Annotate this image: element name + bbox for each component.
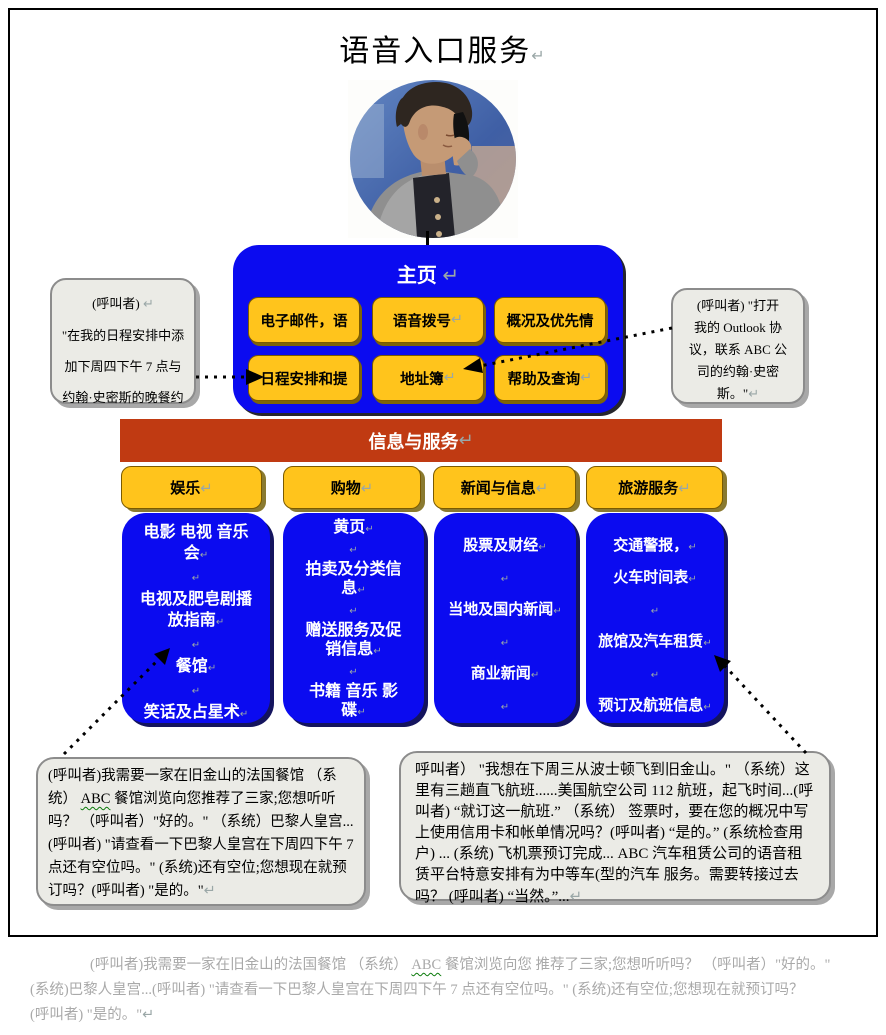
pilcrow-mark: ↵ [365, 524, 374, 535]
photo-frame [348, 80, 518, 238]
category-item: ↵ [302, 600, 405, 621]
category-item: ↵ [594, 595, 716, 627]
pilcrow-mark: ↵ [688, 542, 697, 553]
category-item: 笑话及占星术↵ [143, 704, 249, 721]
pilcrow-mark: ↵ [500, 638, 510, 649]
category-item: 拍卖及分类信息↵ [305, 561, 402, 597]
category-item: 书籍 音乐 影碟↵ [309, 683, 398, 719]
pilcrow-mark: ↵ [349, 545, 358, 556]
button-address-book[interactable]: 地址簿↵ [372, 355, 484, 401]
footer-text: (呼叫者)我需要一家在旧金山的法国餐馆 （系统） ABC 餐馆浏览向您 推荐了三… [30, 957, 831, 1023]
pilcrow-mark: ↵ [191, 573, 201, 584]
category-item: 旅馆及汽车租赁↵ [598, 633, 712, 650]
pilcrow-mark: ↵ [207, 663, 217, 674]
pilcrow-mark: ↵ [215, 617, 225, 628]
button-email[interactable]: 电子邮件，语 [248, 297, 360, 343]
category-item: 火车时间表↵ [613, 569, 697, 586]
category-item: ↵ [442, 627, 568, 659]
pilcrow-mark: ↵ [553, 606, 562, 617]
pilcrow-mark: ↵ [349, 606, 358, 617]
pilcrow-mark: ↵ [650, 670, 660, 681]
page-title: 语音入口服务↵ [339, 35, 547, 68]
category-item: 股票及财经↵ [463, 537, 547, 554]
category-item: ↵ [442, 563, 568, 595]
pilcrow-mark: ↵ [357, 585, 366, 596]
pilcrow-mark: ↵ [500, 574, 510, 585]
category-item: 当地及国内新闻↵ [448, 601, 562, 618]
category-item: ↵ [302, 539, 405, 560]
category-item: 餐馆↵ [175, 658, 217, 675]
pilcrow-mark: ↵ [373, 646, 382, 657]
category-item: ↵ [138, 633, 254, 656]
caller-callout-right: (呼叫者) "打开 我的 Outlook 协 议，联系 ABC 公 司的约翰·史… [671, 288, 805, 404]
pilcrow-mark: ↵ [191, 686, 201, 697]
category-item: 预订及航班信息↵ [598, 697, 712, 714]
category-item: 黄页↵ [333, 519, 374, 536]
category-item: 电影 电视 音乐会↵ [143, 524, 249, 562]
pilcrow-mark: ↵ [199, 550, 209, 561]
category-item: 交通警报，↵ [613, 537, 697, 554]
category-item: ↵ [138, 566, 254, 589]
category-item: ↵ [302, 661, 405, 682]
category-item: ↵ [594, 659, 716, 691]
category-item: 商业新闻↵ [470, 665, 540, 682]
button-profile[interactable]: 概况及优先情 [494, 297, 606, 343]
button-calendar[interactable]: 日程安排和提 [248, 355, 360, 401]
pilcrow-mark: ↵ [191, 640, 201, 651]
category-travel[interactable]: 旅游服务↵ [586, 466, 723, 509]
pilcrow-mark: ↵ [688, 574, 697, 585]
news-list: 股票及财经↵↵当地及国内新闻↵↵商业新闻↵↵ [434, 513, 576, 723]
services-bar: 信息与服务↵ [120, 419, 722, 462]
dialog-restaurant: (呼叫者)我需要一家在旧金山的法国餐馆 （系统） ABC 餐馆浏览向您推荐了三家… [36, 757, 366, 906]
pilcrow-mark: ↵ [538, 542, 547, 553]
shopping-list: 黄页↵↵拍卖及分类信息↵↵赠送服务及促销信息↵↵书籍 音乐 影碟↵ [283, 513, 424, 723]
pilcrow-mark: ↵ [500, 702, 510, 713]
pilcrow-mark: ↵ [530, 670, 540, 681]
pilcrow-mark: ↵ [349, 667, 358, 678]
dialog-flight: 呼叫者） "我想在下周三从波士顿飞到旧金山。" （系统）这里有三趟直飞航班...… [399, 751, 831, 905]
page-border [8, 8, 878, 937]
category-item: 赠送服务及促销信息↵ [305, 622, 402, 658]
category-item: ↵ [442, 691, 568, 723]
category-item: ↵ [138, 679, 254, 702]
category-shopping[interactable]: 购物↵ [283, 466, 421, 509]
pilcrow-mark: ↵ [703, 702, 712, 713]
pilcrow-mark: ↵ [239, 709, 249, 720]
home-menu-box: 主页 ↵ 电子邮件，语 语音拨号↵ 概况及优先情 日程安排和提 地址簿↵ 帮助及… [233, 245, 623, 413]
man-on-phone-photo [350, 80, 516, 238]
home-title: 主页 ↵ [396, 263, 460, 287]
pilcrow-mark: ↵ [703, 638, 712, 649]
photo-connector [426, 231, 429, 247]
pilcrow-mark: ↵ [357, 707, 366, 718]
category-news[interactable]: 新闻与信息↵ [433, 466, 576, 509]
pilcrow-mark: ↵ [650, 606, 660, 617]
category-entertainment[interactable]: 娱乐↵ [121, 466, 262, 509]
travel-list: 交通警报，↵火车时间表↵↵旅馆及汽车租赁↵↵预订及航班信息↵ [586, 513, 724, 723]
entertainment-list: 电影 电视 音乐会↵↵电视及肥皂剧播放指南↵↵餐馆↵↵笑话及占星术↵ [122, 513, 270, 723]
button-help[interactable]: 帮助及查询↵ [494, 355, 606, 401]
button-voice-dial[interactable]: 语音拨号↵ [372, 297, 484, 343]
caller-callout-left: (呼叫者) ↵ "在我的日程安排中添 加下周四下午 7 点与 约翰·史密斯的晚餐… [50, 278, 196, 405]
category-item: 电视及肥皂剧播放指南↵ [139, 591, 252, 629]
